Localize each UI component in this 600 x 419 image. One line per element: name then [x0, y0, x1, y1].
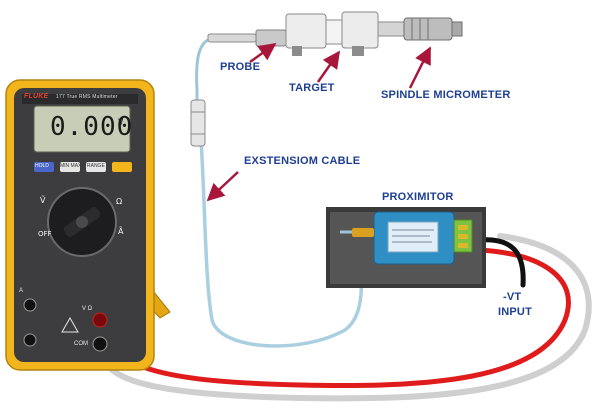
extension-cable-label: EXSTENSIOM CABLE [244, 155, 361, 167]
cable-connector [190, 99, 206, 147]
proximitor-photo [326, 207, 486, 288]
extension-cable [195, 38, 209, 110]
terminal-v-label: V Ω [82, 306, 93, 312]
vt-label: -VT [503, 291, 522, 303]
meter-unit: V [118, 118, 124, 128]
black-lead [477, 237, 526, 288]
probe-arrow [249, 42, 277, 64]
red-lead [97, 247, 571, 389]
svg-text:Ω: Ω [116, 197, 122, 206]
extension-cable-lower [199, 139, 364, 348]
hold-button-label[interactable]: HOLD [35, 163, 49, 169]
spindle-arrow [408, 46, 432, 89]
proximitor-label: PROXIMITOR [382, 191, 454, 203]
terminal-com-label: COM [74, 341, 88, 347]
probe-assembly [207, 11, 463, 56]
probe-label: PROBE [220, 61, 261, 73]
target-arrow [316, 50, 341, 83]
spindle-micrometer-label: SPINDLE MICROMETER [381, 89, 511, 101]
target-label: TARGET [289, 82, 335, 94]
minmax-button-label[interactable]: MIN MAX [60, 163, 82, 169]
svg-text:OFF: OFF [38, 230, 52, 238]
range-button-label[interactable]: RANGE [87, 163, 105, 169]
svg-text:Ṽ: Ṽ [40, 194, 46, 205]
white-lead [100, 233, 592, 402]
meter-reading: 0.000 [50, 112, 134, 142]
cable-arrow [206, 171, 239, 202]
input-label: INPUT [498, 306, 532, 318]
meter-brand: FLUKE [24, 93, 49, 100]
multimeter: Ṽ OFF Ω Ã [5, 79, 171, 371]
svg-text:Ã: Ã [118, 226, 124, 236]
meter-model: 177 True RMS Multimeter [56, 94, 118, 100]
terminal-a-label: A [19, 288, 24, 294]
